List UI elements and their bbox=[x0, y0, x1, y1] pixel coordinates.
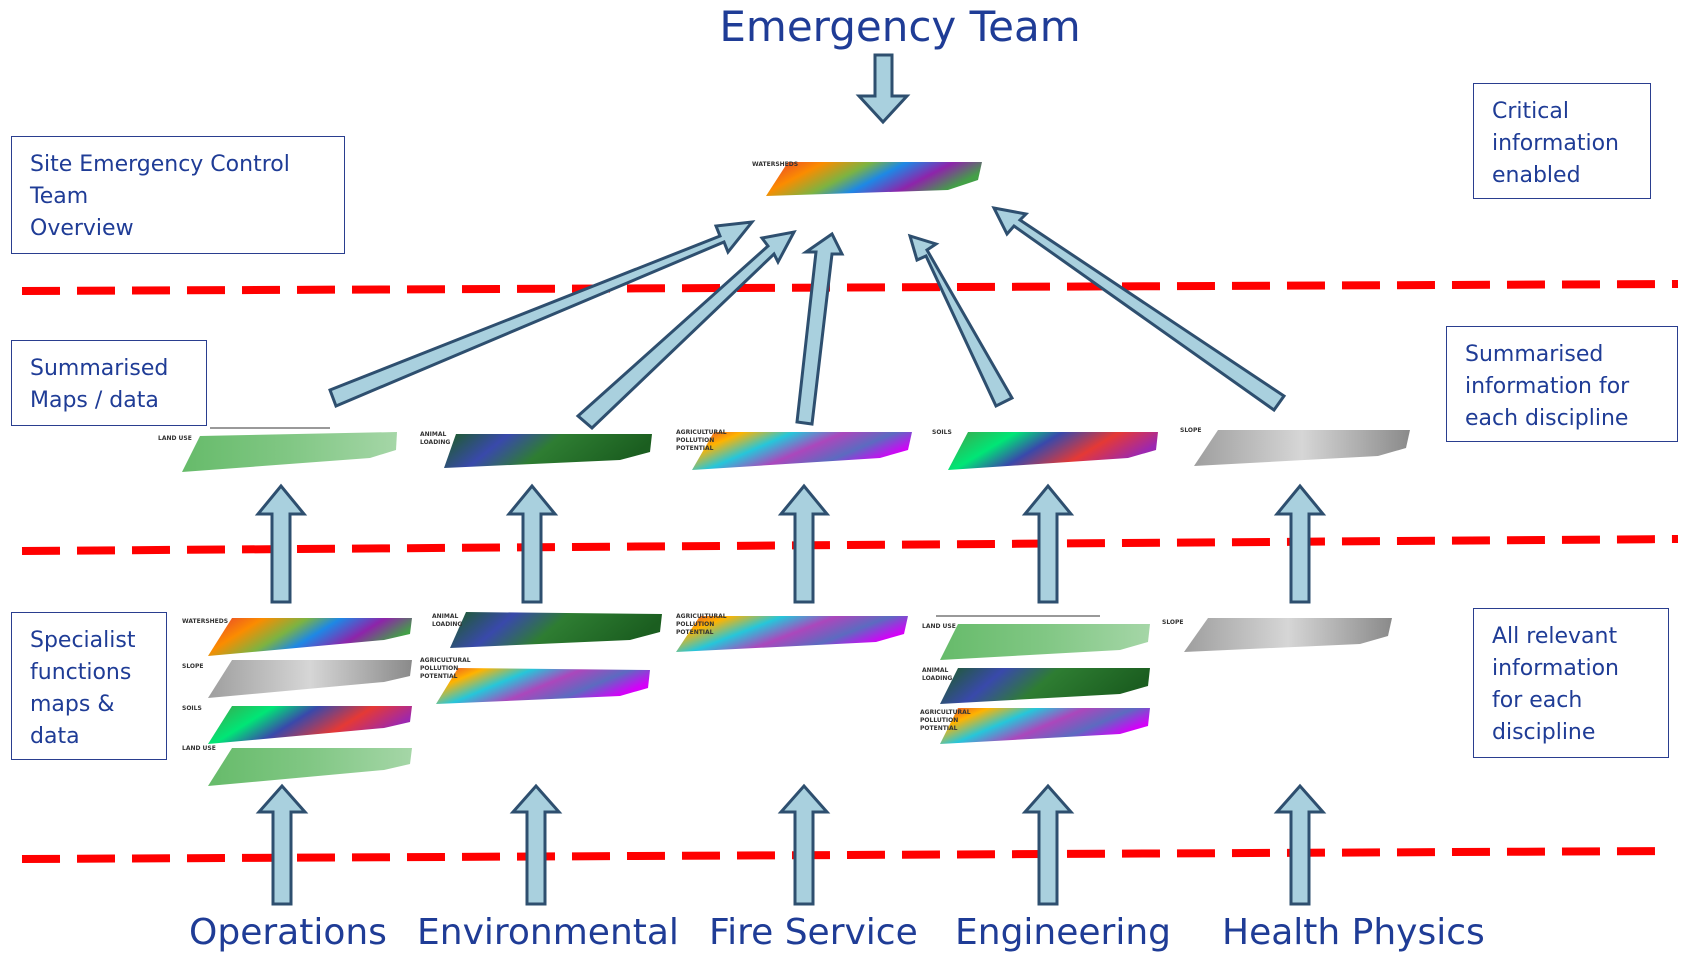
separator-middle bbox=[21, 535, 1679, 555]
eng-label-ag-2: POLLUTION bbox=[920, 717, 958, 724]
relevant-line-2: information bbox=[1492, 656, 1619, 681]
env-label-ag-3: POTENTIAL bbox=[420, 673, 458, 680]
fire-label-ag-1: AGRICULTURAL bbox=[676, 613, 727, 620]
summarised-info-box: Summarised information for each discipli… bbox=[1446, 326, 1678, 442]
bottom-arrow-health bbox=[1273, 783, 1327, 906]
fire-label-ag-2: POLLUTION bbox=[676, 621, 714, 628]
summarised-info-line-2: information for bbox=[1465, 374, 1630, 399]
mid-arrow-environmental bbox=[505, 483, 559, 604]
eng-label-ag-3: POTENTIAL bbox=[920, 725, 958, 732]
eng-label-animal-1: ANIMAL bbox=[922, 667, 949, 674]
specialist-maps-environmental: ANIMAL LOADING AGRICULTURAL POLLUTION PO… bbox=[420, 612, 662, 704]
converge-arrow-fire bbox=[795, 231, 845, 426]
bottom-arrow-fire bbox=[777, 783, 831, 906]
env-label-animal-1: ANIMAL bbox=[432, 613, 459, 620]
middle-up-arrows bbox=[254, 483, 1327, 604]
discipline-engineering: Engineering bbox=[955, 912, 1171, 953]
relevant-info-box: All relevant information for each discip… bbox=[1473, 608, 1669, 758]
specialist-line-4: data bbox=[30, 724, 80, 749]
overview-line-3: Overview bbox=[30, 216, 134, 241]
env-label-ag-1: AGRICULTURAL bbox=[420, 657, 471, 664]
env-label-ag-2: POLLUTION bbox=[420, 665, 458, 672]
overview-line-1: Site Emergency Control bbox=[30, 152, 290, 177]
critical-line-1: Critical bbox=[1492, 99, 1569, 124]
summary-label-animal-1: ANIMAL bbox=[420, 431, 447, 438]
specialist-line-1: Specialist bbox=[30, 628, 136, 653]
eng-label-ag-1: AGRICULTURAL bbox=[920, 709, 971, 716]
discipline-health-physics: Health Physics bbox=[1222, 912, 1485, 953]
specialist-maps-operations: WATERSHEDS SLOPE SOILS LAND USE bbox=[182, 618, 412, 786]
ops-label-land-use: LAND USE bbox=[182, 745, 216, 752]
summarised-info-line-3: each discipline bbox=[1465, 406, 1629, 431]
summary-label-land-use: LAND USE bbox=[158, 435, 192, 442]
relevant-line-4: discipline bbox=[1492, 720, 1596, 745]
eng-label-animal-2: LOADING bbox=[922, 675, 952, 682]
critical-line-2: information bbox=[1492, 131, 1619, 156]
specialist-line-3: maps & bbox=[30, 692, 115, 717]
page-title: Emergency Team bbox=[719, 2, 1081, 51]
ops-label-slope: SLOPE bbox=[182, 663, 204, 670]
summarised-maps-box: Summarised Maps / data bbox=[11, 340, 207, 426]
summary-map-slope: SLOPE bbox=[1180, 427, 1410, 466]
summarised-info-line-1: Summarised bbox=[1465, 342, 1604, 367]
overview-line-2: Team bbox=[30, 184, 89, 209]
summary-map-land-use: LAND USE bbox=[158, 427, 397, 472]
bottom-arrow-environmental bbox=[509, 783, 563, 906]
separator-bottom bbox=[21, 847, 1669, 863]
relevant-line-3: for each bbox=[1492, 688, 1583, 713]
mid-arrow-health bbox=[1273, 483, 1327, 604]
mid-arrow-engineering bbox=[1021, 483, 1075, 604]
critical-line-3: enabled bbox=[1492, 163, 1581, 188]
specialist-maps-health: SLOPE bbox=[1162, 618, 1392, 652]
converging-arrows bbox=[328, 205, 1287, 431]
relevant-line-1: All relevant bbox=[1492, 624, 1618, 649]
summarised-maps-line-2: Maps / data bbox=[30, 388, 159, 413]
discipline-fire-service: Fire Service bbox=[709, 912, 918, 953]
top-down-arrow bbox=[855, 53, 911, 125]
summary-map-ag-pollution: AGRICULTURAL POLLUTION POTENTIAL bbox=[676, 429, 912, 470]
summary-label-slope: SLOPE bbox=[1180, 427, 1202, 434]
summary-label-soils: SOILS bbox=[932, 429, 952, 436]
separator-top bbox=[21, 280, 1679, 295]
overview-box: Site Emergency Control Team Overview bbox=[11, 136, 345, 254]
mid-arrow-fire bbox=[777, 483, 831, 604]
summary-label-ag-3: POTENTIAL bbox=[676, 445, 714, 452]
specialist-maps-fire: AGRICULTURAL POLLUTION POTENTIAL bbox=[676, 613, 908, 652]
converge-arrow-engineering bbox=[907, 233, 1015, 409]
bottom-arrow-engineering bbox=[1021, 783, 1075, 906]
summary-map-animal-loading: ANIMAL LOADING bbox=[420, 431, 652, 468]
discipline-operations: Operations bbox=[189, 912, 387, 953]
specialist-maps-engineering: LAND USE ANIMAL LOADING AGRICULTURAL POL… bbox=[920, 615, 1150, 744]
top-map-label: WATERSHEDS bbox=[752, 161, 798, 168]
ops-label-soils: SOILS bbox=[182, 705, 202, 712]
hp-label-slope: SLOPE bbox=[1162, 619, 1184, 626]
summary-label-ag-1: AGRICULTURAL bbox=[676, 429, 727, 436]
mid-arrow-operations bbox=[254, 483, 308, 604]
eng-label-land-use: LAND USE bbox=[922, 623, 956, 630]
top-map-watersheds: WATERSHEDS bbox=[752, 161, 982, 196]
summary-label-animal-2: LOADING bbox=[420, 439, 450, 446]
fire-label-ag-3: POTENTIAL bbox=[676, 629, 714, 636]
ops-label-watersheds: WATERSHEDS bbox=[182, 618, 228, 625]
summarised-maps-line-1: Summarised bbox=[30, 356, 169, 381]
bottom-up-arrows bbox=[255, 783, 1327, 906]
discipline-environmental: Environmental bbox=[417, 912, 679, 953]
env-label-animal-2: LOADING bbox=[432, 621, 462, 628]
converge-arrow-operations bbox=[328, 220, 756, 408]
summary-map-soils: SOILS bbox=[932, 429, 1158, 470]
converge-arrow-environmental bbox=[575, 229, 797, 431]
converge-arrow-health bbox=[991, 205, 1287, 413]
specialist-line-2: functions bbox=[30, 660, 132, 685]
summary-label-ag-2: POLLUTION bbox=[676, 437, 714, 444]
bottom-arrow-operations bbox=[255, 783, 309, 906]
specialist-box: Specialist functions maps & data bbox=[11, 612, 167, 760]
critical-box: Critical information enabled bbox=[1473, 83, 1651, 199]
